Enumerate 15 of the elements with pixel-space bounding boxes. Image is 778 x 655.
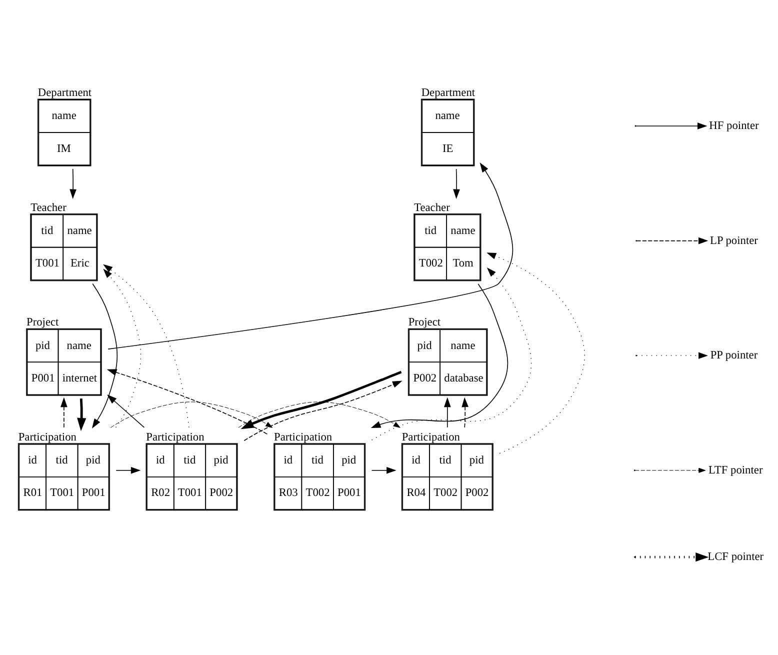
node-label: Participation [274,431,332,444]
node-label: Teacher [414,202,450,214]
node-label: Participation [18,431,76,444]
legend-label: LP pointer [710,234,758,247]
legend-label: PP pointer [710,350,758,362]
node-label: Project [408,316,441,329]
node-label: Department [38,87,92,100]
node-label: Teacher [30,202,66,214]
legend-label: HF pointer [709,120,759,132]
legend-label: LCF pointer [708,551,764,564]
node-label: Department [421,87,476,100]
node-label: Participation [146,431,204,444]
legend-label: LTF pointer [708,464,763,476]
node-label: Project [26,316,59,329]
node-label: Participation [402,431,460,444]
